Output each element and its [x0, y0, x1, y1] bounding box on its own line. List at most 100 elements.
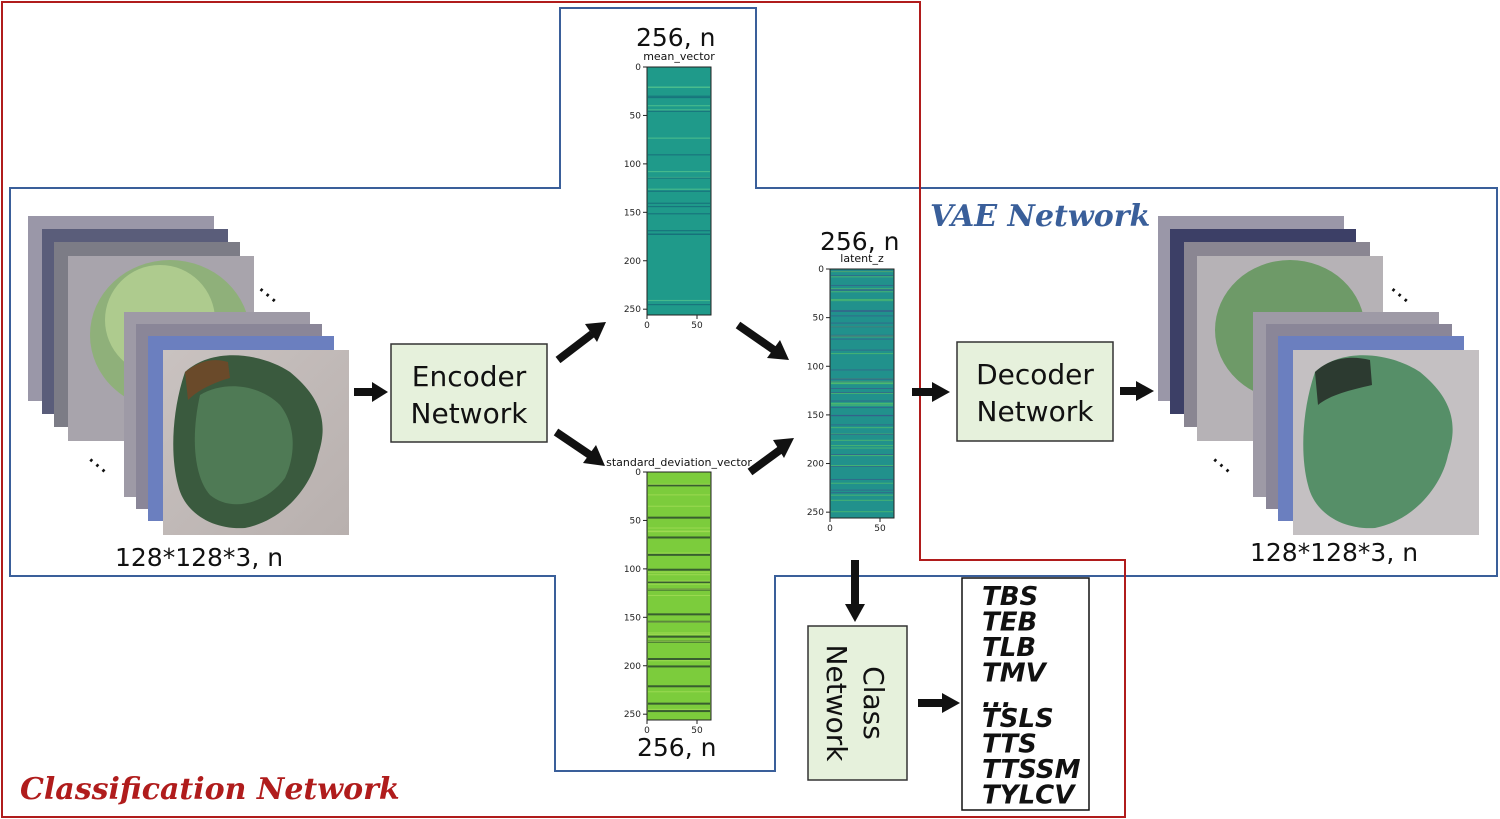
mean-heatmap-stripe — [648, 137, 710, 139]
latent-heatmap-stripe — [831, 445, 893, 447]
class-label: TYLCV — [982, 781, 1076, 811]
latent-heatmap-stripe — [831, 336, 893, 338]
std-heatmap-stripe — [648, 581, 710, 584]
mean-heatmap-stripe — [648, 190, 710, 192]
latent-heatmap-stripe — [831, 291, 893, 293]
std-y-tick-label: 150 — [624, 613, 641, 623]
latent-y-tick-label: 200 — [807, 460, 824, 470]
latent-dimension-label: 256, n — [820, 227, 899, 256]
latent-heatmap-stripe — [831, 424, 893, 426]
latent-heatmap-stripe — [831, 338, 893, 340]
output-ellipsis-bottom: … — [1207, 442, 1243, 479]
latent-plot-title: latent_z — [840, 252, 884, 265]
mean-heatmap-stripe — [648, 95, 710, 97]
latent-heatmap-stripe — [831, 381, 893, 383]
latent-heatmap-stripe — [831, 309, 893, 311]
latent-heatmap-stripe — [831, 404, 893, 406]
latent-x-tick-label: 50 — [874, 524, 886, 534]
latent-y-tick-label: 50 — [813, 314, 825, 324]
mean-y-tick-label: 200 — [624, 257, 641, 267]
input-dimension-label: 128*128*3, n — [115, 543, 283, 572]
std-heatmap-stripe — [648, 505, 710, 507]
class-label: TLB — [982, 633, 1036, 663]
mean-heatmap-stripe — [648, 205, 710, 208]
std-heatmap-stripe — [648, 708, 710, 710]
std-heatmap-stripe — [648, 571, 710, 573]
std-y-tick-label: 50 — [630, 516, 642, 526]
std-y-tick-label: 100 — [624, 565, 641, 575]
latent-heatmap-stripe — [831, 492, 893, 494]
decoder-label-line2: Network — [977, 395, 1095, 428]
std-heatmap-stripe — [648, 710, 710, 713]
latent-heatmap-stripe — [831, 289, 893, 291]
latent-y-tick-label: 100 — [807, 362, 824, 372]
arrow-up-right-icon — [747, 438, 794, 476]
latent-heatmap-stripe — [831, 392, 893, 394]
latent-heatmap-stripe — [831, 284, 893, 286]
encoder-label-line1: Encoder — [412, 360, 527, 393]
latent-heatmap-stripe — [831, 392, 893, 394]
std-heatmap-stripe — [648, 574, 710, 576]
class-label-line2: Network — [820, 645, 853, 763]
class-label: TTSSM — [982, 755, 1081, 785]
mean-plot-title: mean_vector — [643, 50, 715, 63]
classification-network-outline — [1, 1, 1126, 818]
mean-y-tick-label: 250 — [624, 305, 641, 315]
arrow-right-icon — [354, 382, 388, 402]
mean-heatmap-stripe — [648, 154, 710, 156]
class-label-line1: Class — [857, 666, 890, 740]
class-label: TBS — [982, 582, 1038, 612]
mean-heatmap-stripe — [648, 105, 710, 107]
latent-heatmap-stripe — [831, 334, 893, 336]
std-dimension-label: 256, n — [637, 733, 716, 762]
latent-heatmap-stripe — [831, 378, 893, 380]
input-ellipsis-top: … — [254, 272, 290, 309]
latent-heatmap-stripe — [831, 433, 893, 435]
arrow-up-right-icon — [555, 322, 606, 364]
mean-heatmap-stripe — [648, 177, 710, 179]
vae-network-label: VAE Network — [930, 199, 1150, 234]
latent-y-tick-label: 250 — [807, 508, 824, 518]
class-label: TMV — [982, 659, 1048, 689]
latent-y-tick-label: 150 — [807, 411, 824, 421]
arrow-down-icon — [845, 560, 865, 622]
std-heatmap-stripe — [648, 580, 710, 582]
class-label: TSLS — [982, 704, 1054, 734]
latent-heatmap-stripe — [831, 353, 893, 355]
latent-heatmap-stripe — [831, 407, 893, 409]
output-image-stack: … … — [1158, 216, 1479, 535]
std-plot-title: standard_deviation_vector — [606, 456, 752, 469]
mean-y-tick-label: 0 — [635, 63, 641, 73]
arrow-right-icon — [1120, 381, 1154, 401]
mean-heatmap-stripe — [648, 233, 710, 235]
std-heatmap-stripe — [648, 632, 710, 634]
mean-heatmap-stripe — [648, 109, 710, 111]
std-heatmap-stripe — [648, 583, 710, 585]
latent-heatmap-stripe — [831, 382, 893, 384]
std-plot-area — [646, 471, 712, 721]
latent-heatmap-stripe — [831, 447, 893, 449]
mean-heatmap-stripe — [648, 299, 710, 302]
std-heatmap-stripe — [648, 691, 710, 693]
std-heatmap-stripe — [648, 484, 710, 487]
latent-heatmap-stripe — [831, 454, 893, 456]
latent-y-tick-label: 0 — [818, 265, 824, 275]
latent-heatmap-stripe — [831, 478, 893, 480]
mean-x-tick-label: 0 — [644, 321, 650, 331]
latent-heatmap-stripe — [831, 298, 893, 300]
std-heatmap-stripe — [648, 568, 710, 571]
latent-heatmap-stripe — [831, 315, 893, 317]
latent-heatmap-stripe — [831, 499, 893, 501]
arrow-down-right-icon — [735, 321, 789, 360]
class-label: ... — [982, 684, 1012, 714]
latent-heatmap-stripe — [831, 415, 893, 417]
latent-x-tick-label: 0 — [827, 524, 833, 534]
mean-heatmap-stripe — [648, 110, 710, 112]
latent-heatmap-stripe — [831, 489, 893, 491]
arrow-right-icon — [918, 693, 960, 713]
class-network-block: Class Network — [807, 625, 908, 781]
latent-heatmap-stripe — [831, 494, 893, 496]
